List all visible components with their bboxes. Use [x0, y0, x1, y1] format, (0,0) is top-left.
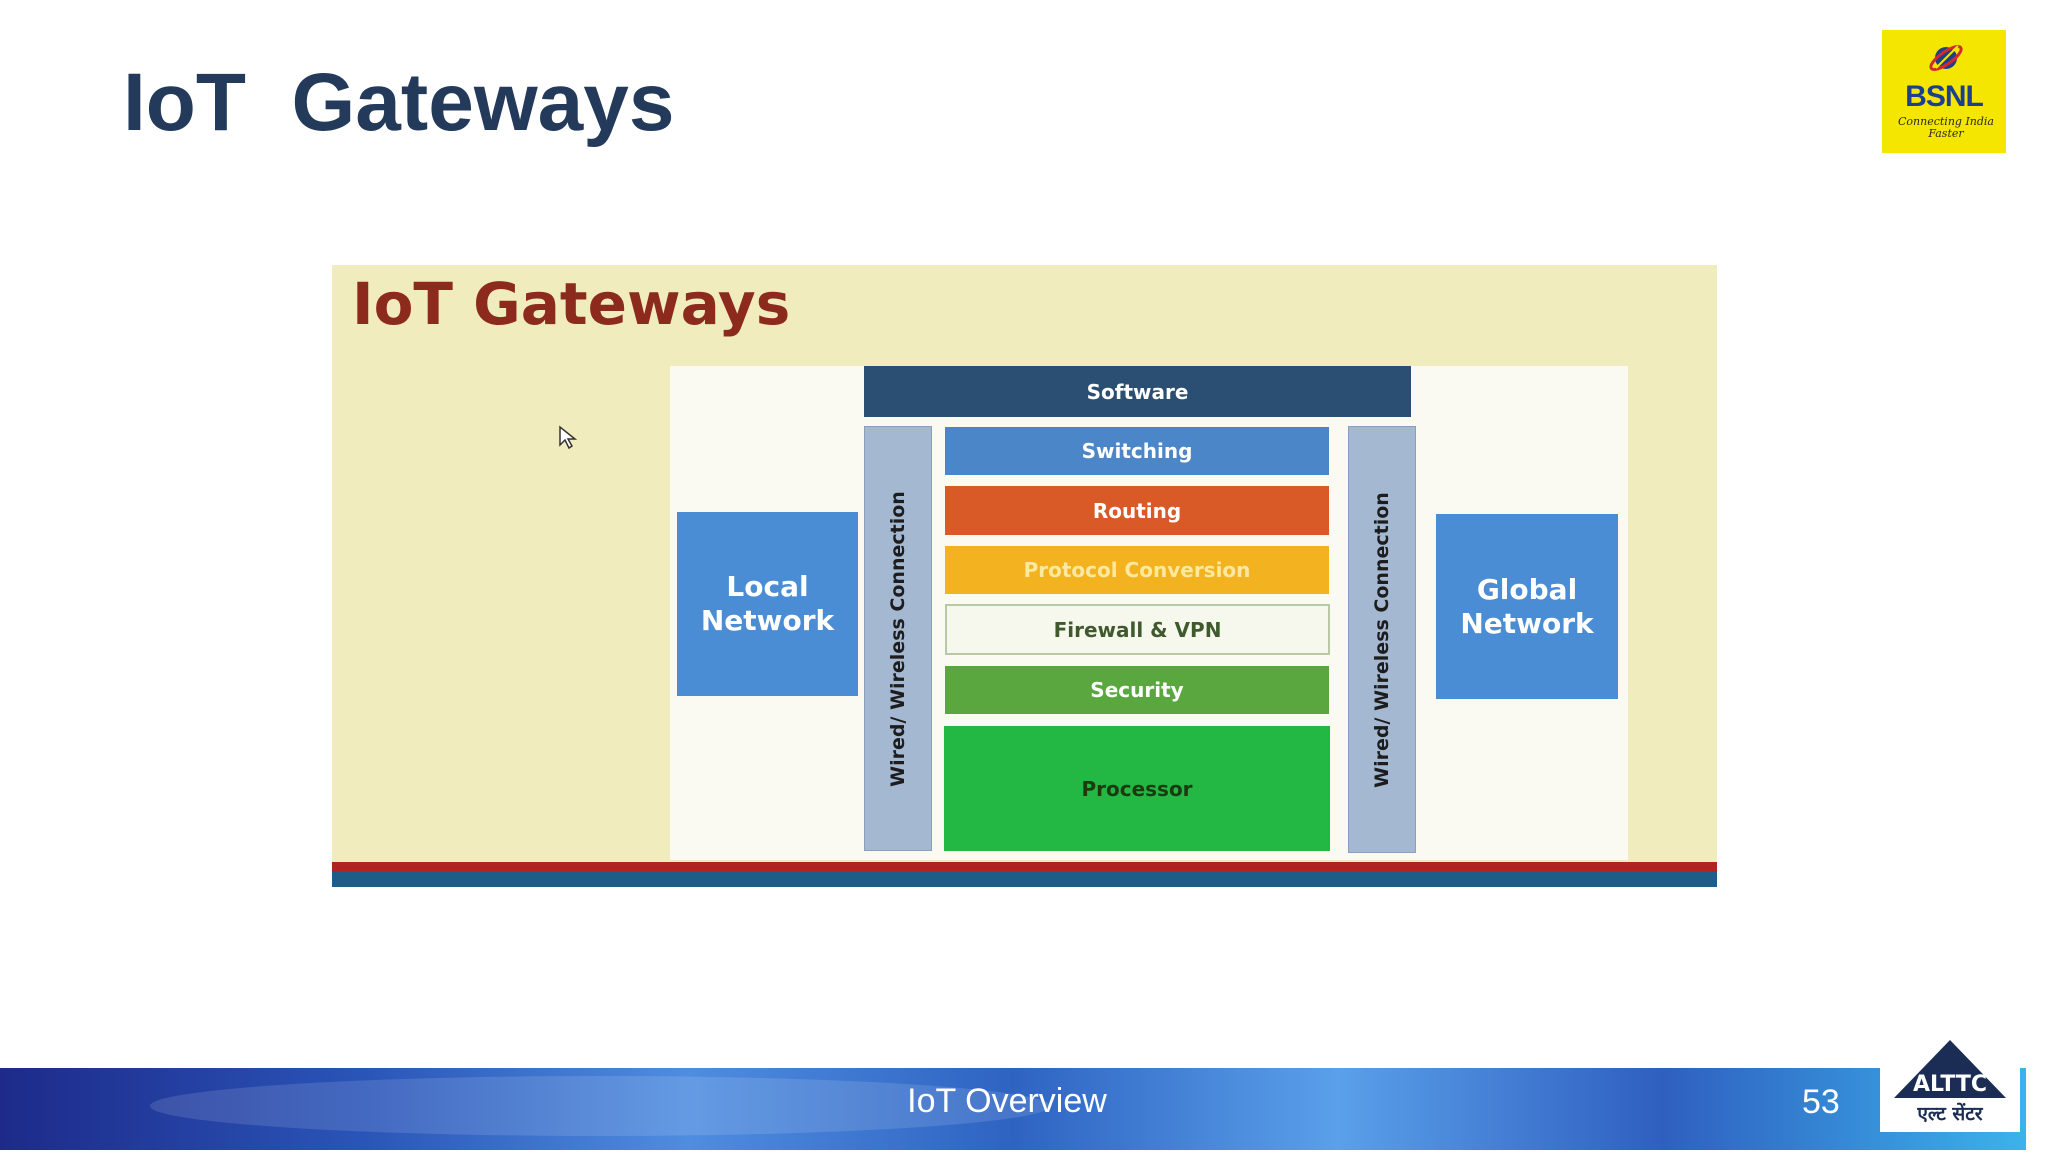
footer-bar	[0, 1068, 2026, 1150]
global-network-label: Global Network	[1460, 572, 1594, 640]
footer-title: IoT Overview	[0, 1084, 2048, 1118]
security-layer: Security	[945, 666, 1329, 714]
embedded-title: IoT Gateways	[352, 270, 791, 338]
bsnl-brand-text: BSNL	[1905, 80, 1984, 113]
global-network-box: Global Network	[1436, 514, 1618, 699]
footer-swoosh	[150, 1076, 1050, 1136]
right-connection-bar: Wired/ Wireless Connection	[1348, 426, 1416, 853]
bsnl-tagline: Connecting India Faster	[1898, 115, 1994, 141]
mouse-cursor-icon	[559, 425, 578, 450]
protocol-conversion-label: Protocol Conversion	[1023, 558, 1251, 582]
embedded-bottom-red-stripe	[332, 862, 1717, 871]
security-label: Security	[1090, 678, 1184, 702]
right-connection-label: Wired/ Wireless Connection	[1371, 491, 1393, 788]
software-label: Software	[1086, 379, 1189, 404]
local-network-box: Local Network	[677, 512, 858, 696]
firewall-vpn-layer: Firewall & VPN	[945, 604, 1330, 655]
routing-layer: Routing	[945, 486, 1329, 535]
left-connection-bar: Wired/ Wireless Connection	[864, 426, 932, 851]
bsnl-globe-icon	[1929, 45, 1963, 71]
alttc-logo-text: ALTTC	[1912, 1072, 1988, 1097]
embedded-slide-image: IoT Gateways Local Network Wired/ Wirele…	[332, 265, 1717, 887]
page-number: 53	[1802, 1083, 1840, 1121]
slide-title: IoT Gateways	[123, 57, 675, 148]
bsnl-logo: BSNL Connecting India Faster	[1882, 30, 2006, 153]
alttc-logo-hindi: एल्ट सेंटर	[1917, 1103, 1983, 1125]
left-connection-label: Wired/ Wireless Connection	[887, 490, 909, 787]
routing-label: Routing	[1092, 498, 1182, 523]
embedded-bottom-blue-stripe	[332, 871, 1717, 887]
firewall-vpn-label: Firewall & VPN	[1053, 617, 1222, 642]
switching-layer: Switching	[945, 427, 1329, 475]
protocol-conversion-layer: Protocol Conversion	[945, 546, 1329, 594]
alttc-logo: ALTTC एल्ट सेंटर	[1880, 1036, 2020, 1132]
processor-layer: Processor	[944, 726, 1330, 851]
processor-label: Processor	[1081, 776, 1193, 801]
footer-title-text: IoT Overview	[907, 1082, 1107, 1120]
local-network-label: Local Network	[700, 570, 835, 637]
software-layer: Software	[864, 366, 1411, 417]
alttc-triangle-icon	[1894, 1040, 2006, 1098]
switching-label: Switching	[1081, 439, 1193, 463]
diagram-panel: Local Network Wired/ Wireless Connection…	[670, 366, 1628, 860]
